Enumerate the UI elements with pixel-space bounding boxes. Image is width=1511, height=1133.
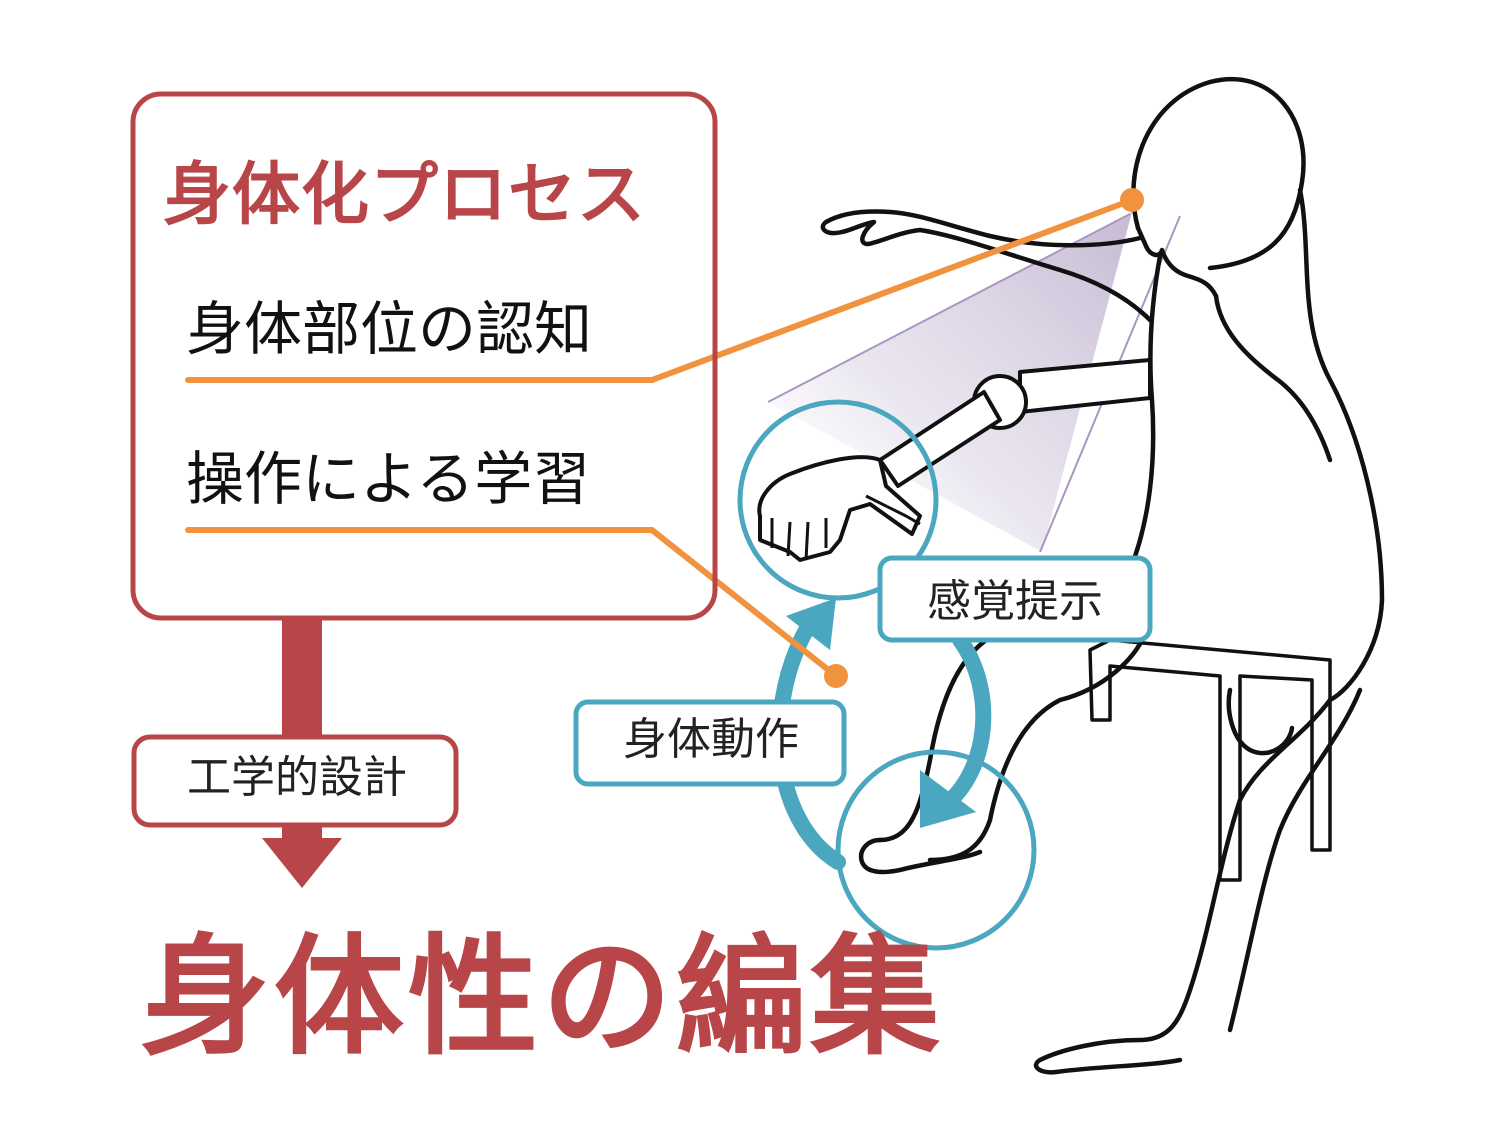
motion-label: 身体動作 (623, 714, 799, 765)
process-title: 身体化プロセス (163, 156, 647, 235)
foot-focus-circle (835, 749, 1037, 951)
design-label: 工学的設計 (187, 752, 407, 803)
design-label-box (131, 734, 459, 828)
connector-lines (185, 197, 1135, 679)
process-item-recognition: 身体部位の認知 (186, 295, 593, 363)
eye-marker-dot (1120, 188, 1144, 212)
main-heading: 身体性の編集 (140, 921, 945, 1073)
hand-marker-dot (824, 664, 848, 688)
recognition-connector (185, 197, 1135, 383)
hand-focus-circle (737, 399, 939, 601)
motion-label-box (573, 699, 847, 787)
sensory-label-box (877, 555, 1153, 643)
process-box (130, 91, 718, 621)
down-arrow-icon (262, 838, 342, 888)
vision-cone (768, 212, 1132, 552)
sensory-label: 感覚提示 (927, 576, 1103, 627)
learning-connector (185, 527, 839, 679)
seated-person-illustration (820, 76, 1385, 1075)
process-item-learning: 操作による学習 (186, 445, 591, 513)
